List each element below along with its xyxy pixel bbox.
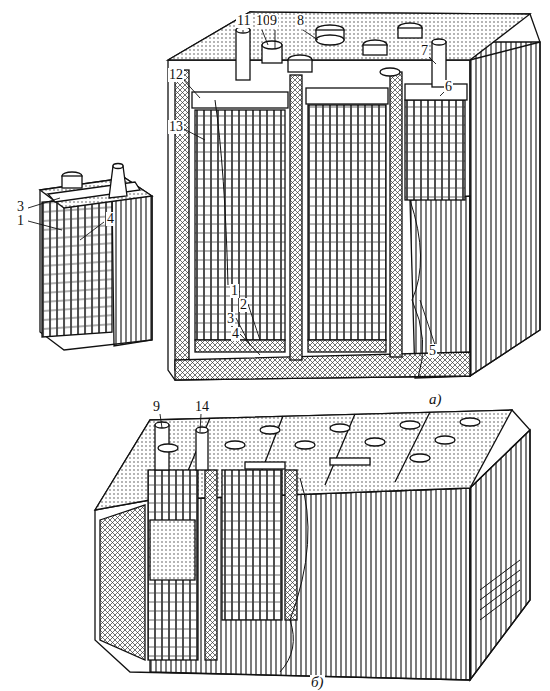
callout-number: 9 [269,14,278,28]
callout-number: 3 [16,200,25,214]
callout-number: 3 [226,312,235,326]
callout-number: 2 [239,298,248,312]
callout-number: 13 [168,120,184,134]
callout-number: 9 [152,400,161,414]
callout-number: 11 [236,14,251,28]
leader-lines [28,30,448,432]
callout-number: 5 [428,344,437,358]
callout-number: 14 [194,400,210,414]
callout-number: 12 [168,68,184,82]
callout-number: 1 [230,284,239,298]
callout-number: 7 [420,44,429,58]
battery-container-cutaway [168,12,540,380]
battery-monoblock-cutaway [95,410,530,680]
callout-number: 6 [444,80,453,94]
callout-number: 4 [106,212,115,226]
figure-letter: б) [310,675,325,689]
callout-number: 4 [231,327,240,341]
figure-letter: а) [428,392,443,406]
callout-number: 1 [16,214,25,228]
plate-block [40,164,152,351]
callout-number: 8 [296,14,305,28]
